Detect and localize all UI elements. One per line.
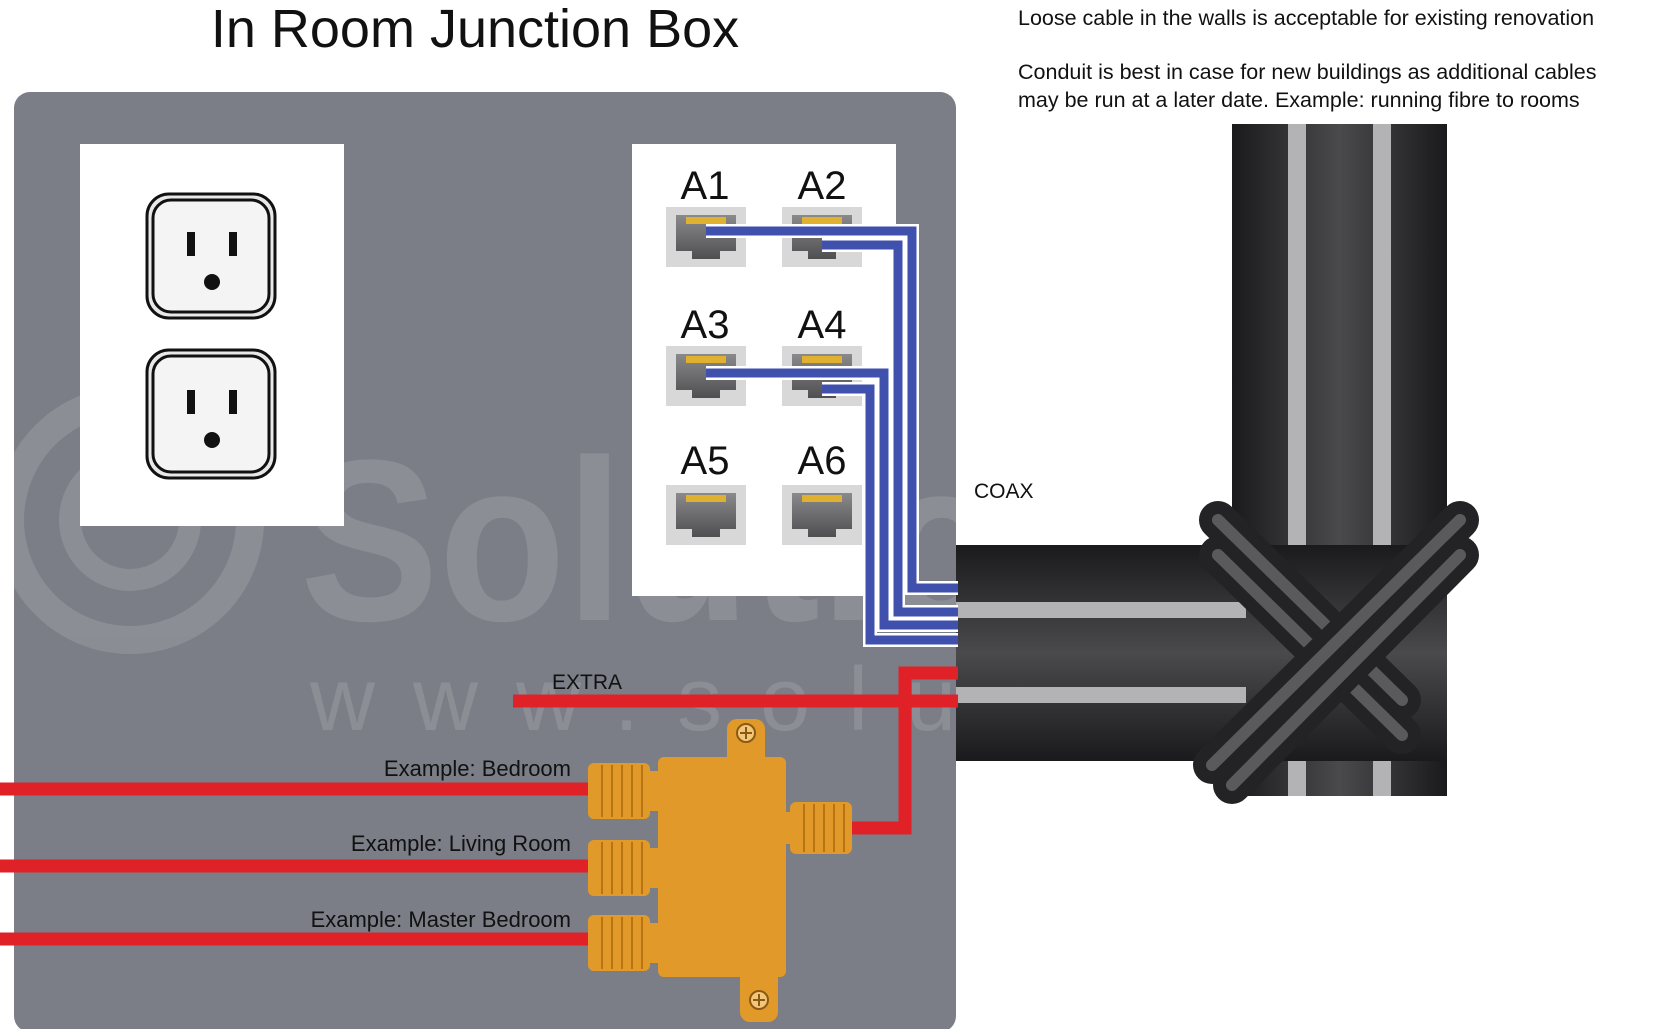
port-label-a5: A5 [681, 439, 730, 483]
port-label-a2: A2 [798, 164, 847, 208]
ethernet-cables [706, 224, 958, 647]
coax-cable-main [850, 666, 958, 835]
note-loose-cable: Loose cable in the walls is acceptable f… [1018, 6, 1595, 30]
label-extra: EXTRA [552, 671, 622, 694]
label-coax: COAX [974, 480, 1034, 503]
note-conduit-line-1: Conduit is best in case for new building… [1018, 60, 1597, 84]
power-outlet-icon [145, 192, 277, 320]
port-label-a6: A6 [798, 439, 847, 483]
port-label-a4: A4 [798, 303, 847, 347]
coax-splitter-icon [588, 719, 852, 1022]
rj45-jack-a5[interactable] [666, 485, 746, 545]
label-master-bedroom: Example: Master Bedroom [311, 907, 571, 932]
label-living-room: Example: Living Room [351, 831, 571, 856]
coax-cables [0, 666, 958, 946]
power-outlet-icon [145, 348, 277, 480]
rj45-jack-a6[interactable] [782, 485, 862, 545]
title: In Room Junction Box [210, 0, 740, 59]
port-label-a1: A1 [681, 164, 730, 208]
label-bedroom: Example: Bedroom [384, 756, 571, 781]
note-conduit-line-2: may be run at a later date. Example: run… [1018, 88, 1580, 112]
port-label-a3: A3 [681, 303, 730, 347]
conduit-icon [956, 124, 1479, 804]
